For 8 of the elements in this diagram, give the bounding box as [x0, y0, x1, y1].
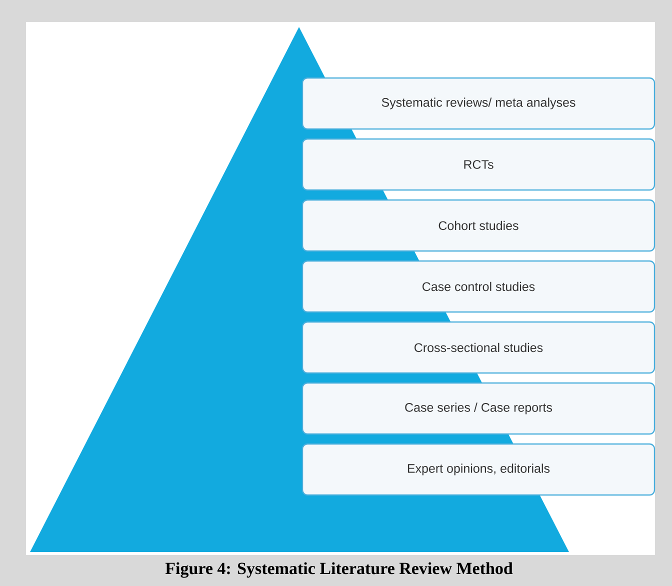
- level-box: Cohort studies: [302, 199, 656, 252]
- level-box: Case series / Case reports: [302, 382, 656, 435]
- level-box: Expert opinions, editorials: [302, 443, 656, 496]
- level-box: RCTs: [302, 138, 656, 191]
- level-box: Systematic reviews/ meta analyses: [302, 77, 656, 130]
- caption: Figure 4: Systematic Literature Review Method: [165, 562, 513, 578]
- level-box: Cross-sectional studies: [302, 321, 656, 374]
- level-box: Case control studies: [302, 260, 656, 313]
